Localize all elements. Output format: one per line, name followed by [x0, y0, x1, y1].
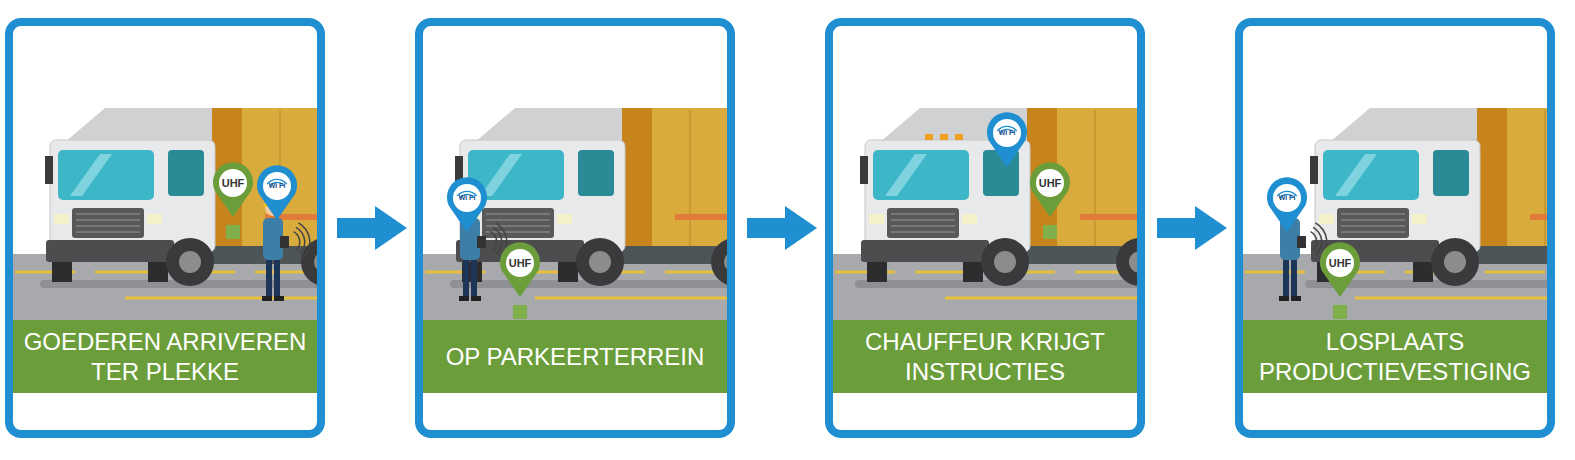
step-label: LOSPLAATS PRODUCTIEVESTIGING	[1243, 320, 1547, 393]
step-label: GOEDEREN ARRIVEREN TER PLEKKE	[13, 320, 317, 393]
wifi-pin	[257, 165, 297, 220]
truck-scene	[1243, 108, 1547, 324]
wifi-pin	[447, 177, 487, 232]
uhf-pin	[213, 162, 253, 239]
step-panel: LOSPLAATS PRODUCTIEVESTIGING	[1235, 18, 1555, 438]
wifi-pin	[1267, 177, 1307, 232]
wifi-tag: Wi Fi	[269, 182, 286, 189]
flow-arrow	[747, 206, 817, 250]
step-panel: GOEDEREN ARRIVEREN TER PLEKKE	[5, 18, 325, 438]
flow-arrow	[1157, 206, 1227, 250]
uhf-pin	[500, 242, 540, 319]
uhf-pin	[1030, 162, 1070, 239]
step-label: CHAUFFEUR KRIJGT INSTRUCTIES	[833, 320, 1137, 393]
step-panel: CHAUFFEUR KRIJGT INSTRUCTIES	[825, 18, 1145, 438]
uhf-pin	[1320, 242, 1360, 319]
wifi-tag: Wi Fi	[459, 194, 476, 201]
truck-scene	[13, 108, 317, 324]
uhf-tag: UHF	[509, 257, 532, 269]
wifi-pin	[987, 112, 1027, 167]
uhf-tag: UHF	[1039, 177, 1062, 189]
step-panel: OP PARKEERTERREIN	[415, 18, 735, 438]
panel-ground	[1235, 18, 1555, 438]
truck-scene	[423, 108, 727, 324]
wifi-tag: Wi Fi	[1279, 194, 1296, 201]
truck-scene	[833, 108, 1137, 324]
panel-ground	[5, 18, 325, 438]
flow-arrow	[337, 206, 407, 250]
step-label: OP PARKEERTERREIN	[423, 320, 727, 393]
uhf-tag: UHF	[222, 177, 245, 189]
wifi-tag: Wi Fi	[999, 129, 1016, 136]
uhf-tag: UHF	[1329, 257, 1352, 269]
